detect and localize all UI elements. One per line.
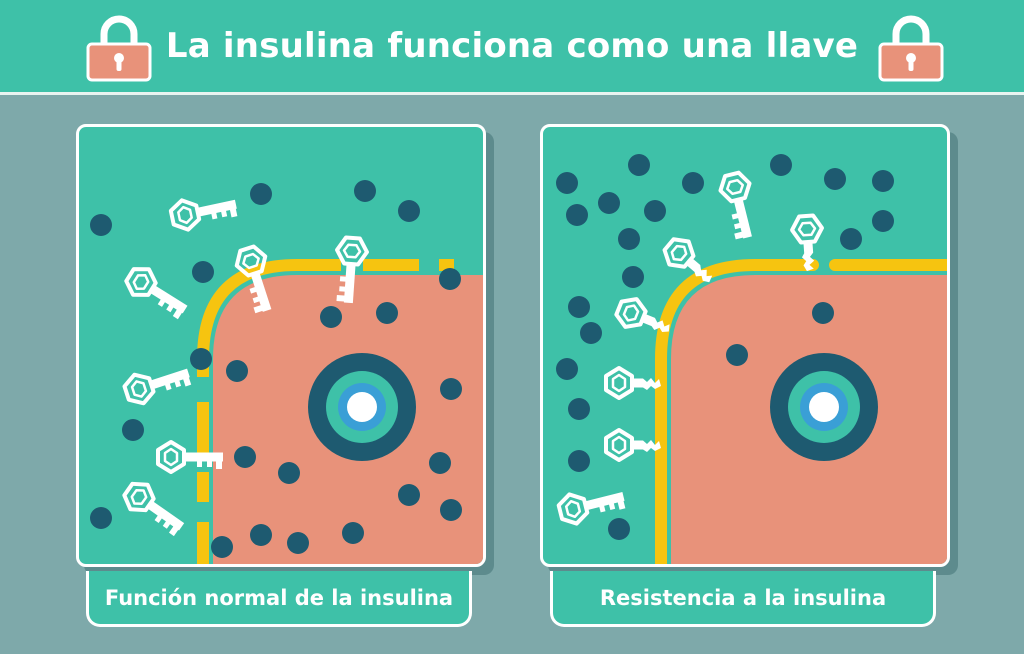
panel-normal-insulin-function: [76, 124, 486, 567]
page-title: La insulina funciona como una llave: [165, 26, 859, 66]
header-banner: La insulina funciona como una llave: [0, 0, 1024, 95]
padlock-icon: [86, 15, 152, 82]
cell-membrane-receptors: [197, 259, 454, 564]
cell-nucleus-icon: [308, 353, 416, 461]
cell-nucleus-icon: [770, 353, 878, 461]
insulin-key-icon: [120, 260, 196, 325]
broken-insulin-key-icon: [604, 428, 663, 462]
insulin-key-icon: [117, 475, 193, 542]
insulin-key-icon: [120, 356, 196, 410]
caption-normal-function: Función normal de la insulina: [86, 571, 472, 627]
padlock-icon: [878, 15, 944, 82]
panel-insulin-resistance: [540, 124, 950, 567]
caption-insulin-resistance: Resistencia a la insulina: [550, 571, 936, 627]
glucose-molecules: [90, 180, 462, 558]
insulin-key-icon: [167, 187, 241, 235]
glucose-molecules: [556, 154, 894, 540]
broken-insulin-key-icon: [604, 366, 663, 400]
insulin-key-icon: [715, 168, 765, 244]
cell-membrane-blocked-receptors: [655, 259, 947, 564]
